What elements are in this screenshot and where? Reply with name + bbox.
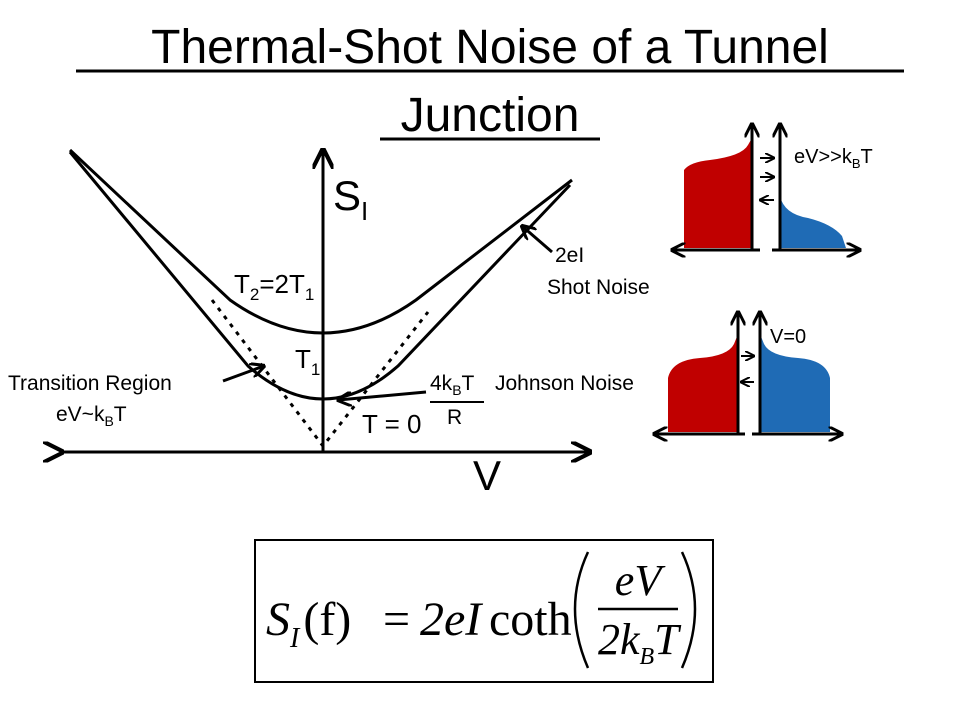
noise-plot: SI V T2=2T1 T1 T = 0 2eI Shot Noise 4kBT…: [8, 150, 650, 499]
title-line-2: Junction: [401, 89, 580, 142]
transition-region-label: Transition Region: [8, 372, 172, 395]
title-line-1: Thermal-Shot Noise of a Tunnel: [151, 21, 829, 74]
slide-title: Thermal-Shot Noise of a Tunnel Junction: [76, 21, 904, 142]
transition-region-condition: eV~kBT: [56, 403, 127, 429]
inset-bottom-label: V=0: [770, 326, 806, 348]
noise-equation: SI(f) = 2eI coth eV 2kBT: [254, 539, 714, 683]
equation-factor: 2eI: [420, 593, 483, 646]
equation-equals: =: [383, 593, 410, 646]
fermi-inset-equilibrium: V=0: [654, 312, 842, 434]
fermi-inset-biased: eV>>kBT: [672, 124, 873, 250]
curve-t0-label: T = 0: [362, 409, 422, 439]
curve-t1-label: T1: [295, 344, 320, 379]
equation-numerator: eV: [615, 556, 667, 605]
equation-function: coth: [489, 593, 572, 646]
x-axis-label: V: [473, 452, 501, 499]
left-electrode-fill: [684, 138, 752, 248]
equation-border: [254, 539, 714, 683]
curve-t2: [68, 148, 573, 335]
johnson-noise-label: Johnson Noise: [495, 372, 634, 395]
shot-noise-formula: 2eI: [555, 244, 584, 267]
curve-t2-label: T2=2T1: [234, 269, 314, 304]
curve-t0: [210, 299, 430, 449]
equation-denominator: 2kBT: [598, 615, 682, 670]
right-electrode-fill: [780, 196, 846, 248]
johnson-noise-numerator: 4kBT: [430, 372, 475, 398]
johnson-noise-denominator: R: [447, 406, 462, 429]
y-axis-label: SI: [333, 172, 368, 226]
shot-noise-label: Shot Noise: [547, 276, 650, 299]
left-electrode-fill-eq: [668, 334, 738, 432]
equation-lhs: SI(f): [266, 593, 351, 654]
inset-top-label: eV>>kBT: [794, 146, 873, 171]
right-electrode-fill-eq: [760, 334, 830, 432]
